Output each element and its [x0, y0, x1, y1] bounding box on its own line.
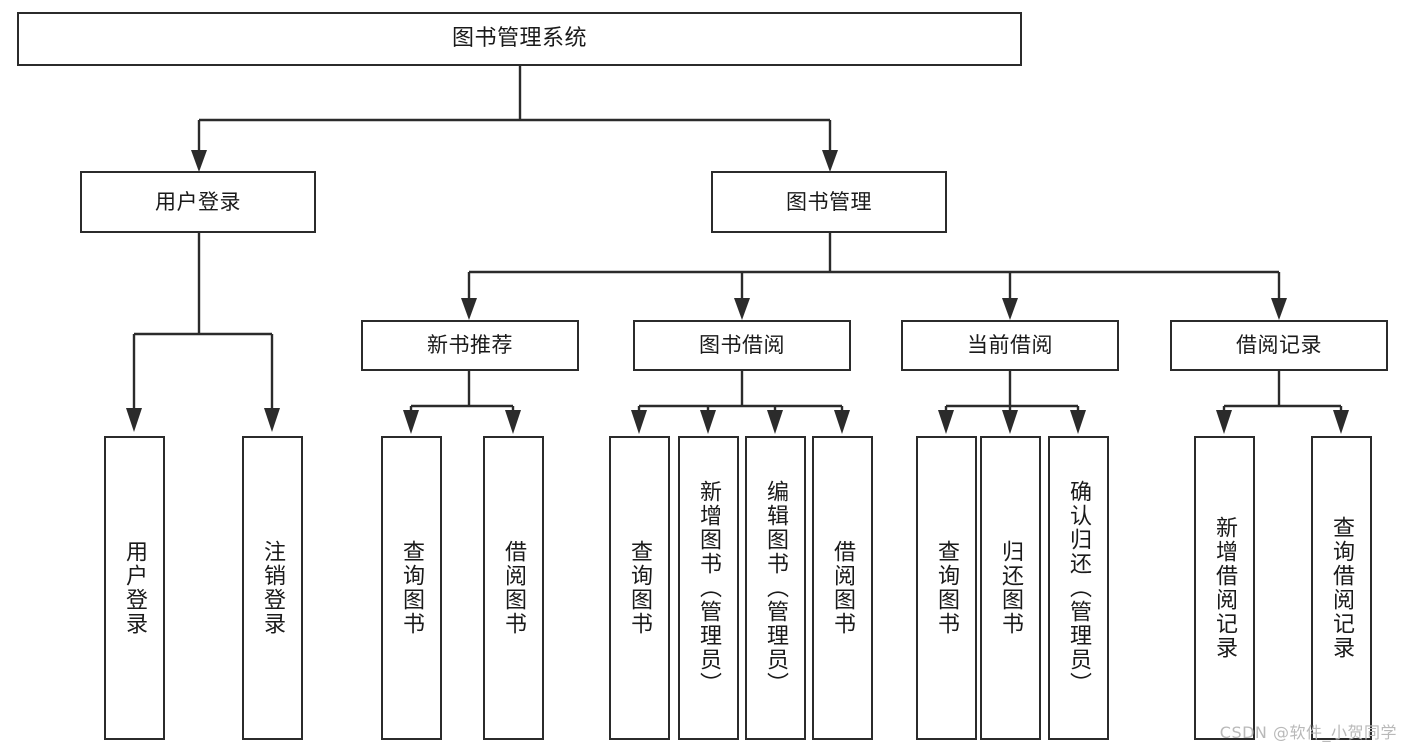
node-leaf-return-book-label: 归还图书 — [998, 540, 1024, 636]
node-leaf-query-book-1-label: 查询图书 — [399, 540, 425, 636]
node-leaf-borrow-book-2[interactable]: 借阅图书 — [812, 436, 873, 740]
node-leaf-borrow-book-2-label: 借阅图书 — [830, 540, 856, 636]
node-leaf-query-record[interactable]: 查询借阅记录 — [1311, 436, 1372, 740]
node-user-login[interactable]: 用户登录 — [80, 171, 316, 233]
node-new-book-recommend[interactable]: 新书推荐 — [361, 320, 579, 371]
connector-userlogin-to-leaves — [126, 233, 280, 432]
connector-root-to-level2 — [191, 66, 838, 172]
node-current-borrow[interactable]: 当前借阅 — [901, 320, 1119, 371]
node-leaf-add-book[interactable]: 新增图书（管理员） — [678, 436, 739, 740]
node-leaf-confirm-return-label: 确认归还（管理员） — [1066, 480, 1092, 696]
node-book-borrow-label: 图书借阅 — [699, 333, 785, 358]
node-book-borrow[interactable]: 图书借阅 — [633, 320, 851, 371]
node-leaf-add-record-label: 新增借阅记录 — [1212, 516, 1238, 660]
node-leaf-borrow-book-1-label: 借阅图书 — [501, 540, 527, 636]
node-leaf-query-record-label: 查询借阅记录 — [1329, 516, 1355, 660]
node-leaf-query-book-2-label: 查询图书 — [627, 540, 653, 636]
connector-bookmanage-to-level3 — [461, 233, 1287, 320]
node-leaf-add-book-label: 新增图书（管理员） — [696, 480, 722, 696]
node-user-login-label: 用户登录 — [155, 189, 241, 214]
node-leaf-query-book-1[interactable]: 查询图书 — [381, 436, 442, 740]
node-leaf-return-book[interactable]: 归还图书 — [980, 436, 1041, 740]
node-leaf-add-record[interactable]: 新增借阅记录 — [1194, 436, 1255, 740]
node-leaf-edit-book[interactable]: 编辑图书（管理员） — [745, 436, 806, 740]
node-leaf-query-book-3[interactable]: 查询图书 — [916, 436, 977, 740]
node-leaf-borrow-book-1[interactable]: 借阅图书 — [483, 436, 544, 740]
node-current-borrow-label: 当前借阅 — [967, 333, 1053, 358]
node-root-label: 图书管理系统 — [451, 26, 587, 52]
node-leaf-user-logout-label: 注销登录 — [260, 540, 286, 636]
node-book-manage-label: 图书管理 — [786, 189, 872, 214]
node-book-manage[interactable]: 图书管理 — [711, 171, 947, 233]
connector-newbook-to-leaves — [403, 371, 521, 434]
node-leaf-query-book-2[interactable]: 查询图书 — [609, 436, 670, 740]
node-leaf-user-login-label: 用户登录 — [122, 540, 148, 636]
node-leaf-confirm-return[interactable]: 确认归还（管理员） — [1048, 436, 1109, 740]
node-leaf-user-login[interactable]: 用户登录 — [104, 436, 165, 740]
node-leaf-user-logout[interactable]: 注销登录 — [242, 436, 303, 740]
node-leaf-query-book-3-label: 查询图书 — [934, 540, 960, 636]
node-root[interactable]: 图书管理系统 — [17, 12, 1022, 66]
connector-currentborrow-to-leaves — [938, 371, 1086, 434]
connector-bookborrow-to-leaves — [631, 371, 850, 434]
node-new-book-recommend-label: 新书推荐 — [427, 333, 513, 358]
node-borrow-record-label: 借阅记录 — [1236, 333, 1322, 358]
connector-borrowrecord-to-leaves — [1216, 371, 1349, 434]
node-leaf-edit-book-label: 编辑图书（管理员） — [763, 480, 789, 696]
node-borrow-record[interactable]: 借阅记录 — [1170, 320, 1388, 371]
